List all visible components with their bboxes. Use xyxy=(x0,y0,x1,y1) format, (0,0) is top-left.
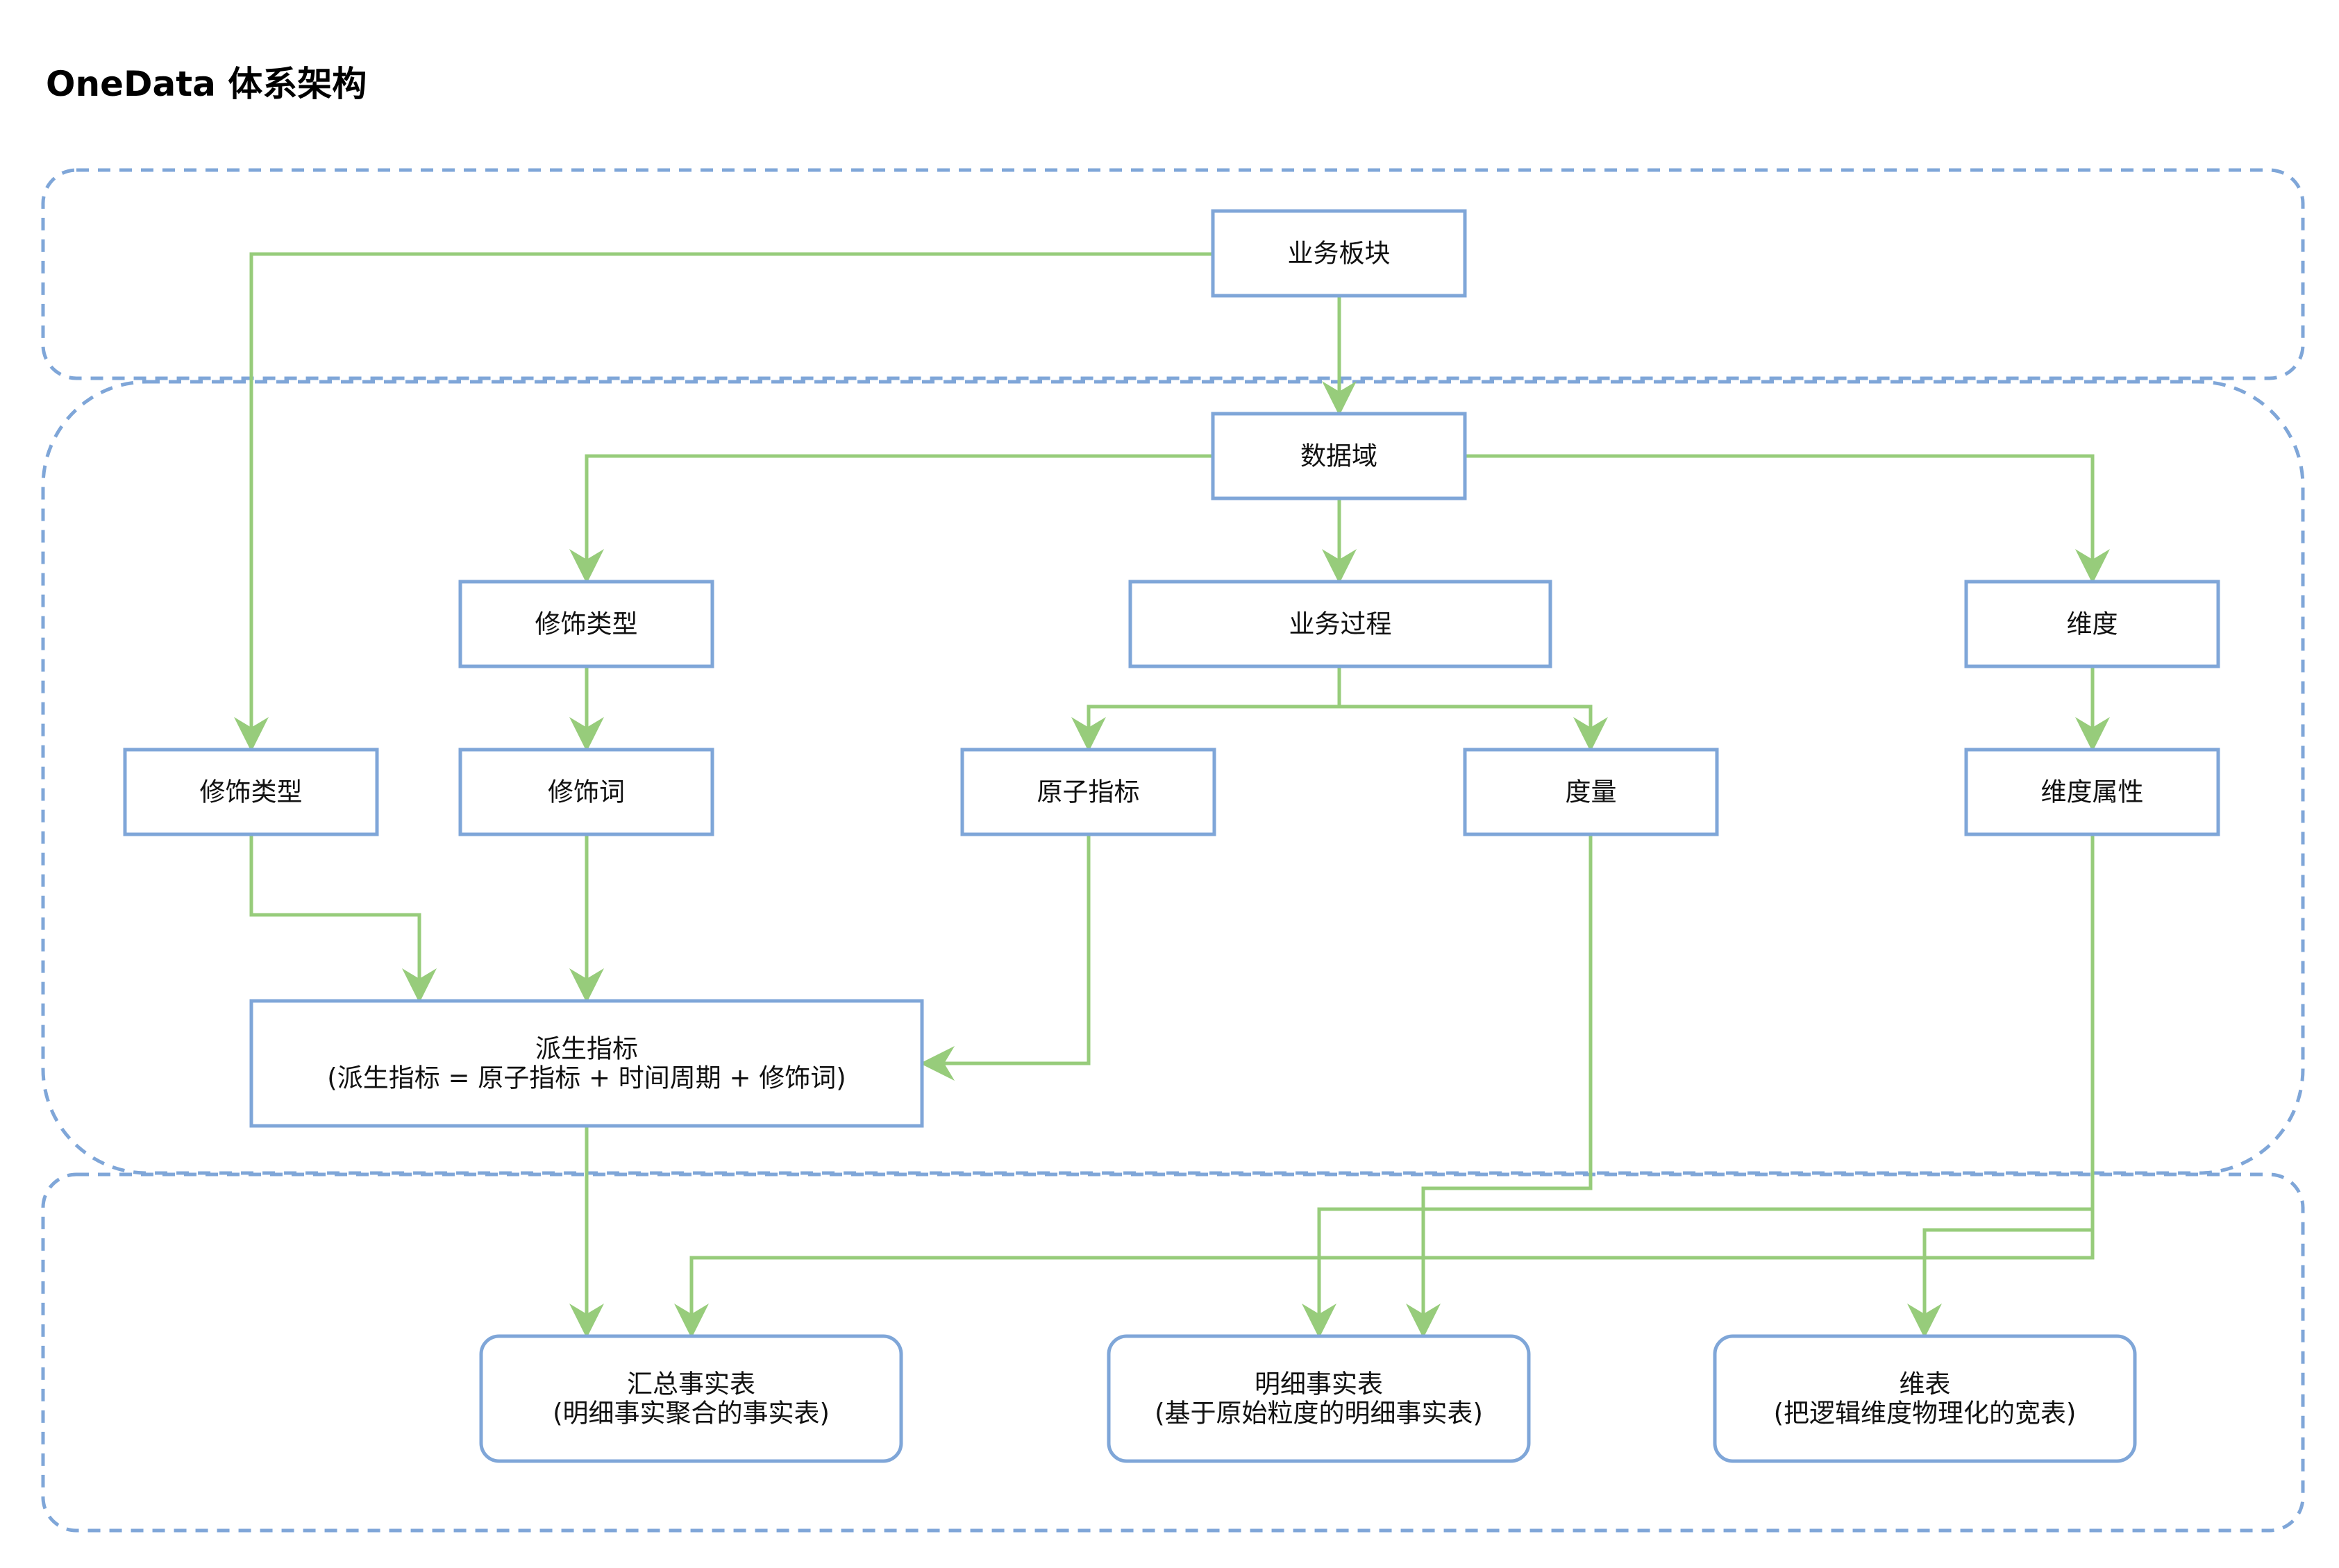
edge-business-process-to-atomic-metric xyxy=(1071,668,1341,752)
regions-layer xyxy=(41,168,2305,1533)
modifier-word-box xyxy=(458,748,714,836)
region-top xyxy=(41,168,2305,380)
node-dimension: 维度 xyxy=(1964,580,2220,668)
detail-fact-table-label-line-1: (基于原始粒度的明细事实表) xyxy=(1155,1399,1483,1428)
dimension-box xyxy=(1964,580,2220,668)
summary-fact-table-label-line-1: (明细事实聚合的事实表) xyxy=(553,1399,830,1428)
node-business-process: 业务过程 xyxy=(1128,580,1552,668)
node-summary-fact-table: 汇总事实表(明细事实聚合的事实表) xyxy=(479,1334,903,1463)
node-data-domain: 数据域 xyxy=(1211,412,1467,500)
data-domain-box xyxy=(1211,412,1467,500)
edge-business-block-to-modifier-type-2 xyxy=(234,252,1213,752)
modifier-type-2-label-line-0: 修饰类型 xyxy=(200,777,303,807)
node-modifier-type-2: 修饰类型 xyxy=(123,748,379,836)
edges-layer xyxy=(234,252,2110,1338)
page-title: OneData 体系架构 xyxy=(46,64,367,104)
node-dimension-attribute: 维度属性 xyxy=(1964,748,2220,836)
dimension-table-label-line-1: (把逻辑维度物理化的宽表) xyxy=(1774,1399,2077,1428)
dimension-table-label-line-0: 维表 xyxy=(1900,1369,1951,1399)
edge-business-process-to-measure xyxy=(1337,668,1608,752)
node-modifier-word: 修饰词 xyxy=(458,748,714,836)
atomic-metric-box xyxy=(960,748,1216,836)
derived-metric-label-line-0: 派生指标 xyxy=(535,1034,638,1064)
node-derived-metric: 派生指标(派生指标 = 原子指标 + 时间周期 + 修饰词) xyxy=(249,999,924,1128)
edge-dimension-attribute-to-detail-fact-table xyxy=(1302,836,2095,1338)
node-measure: 度量 xyxy=(1463,748,1719,836)
dimension-attribute-box xyxy=(1964,748,2220,836)
region-middle xyxy=(41,380,2305,1175)
node-dimension-table: 维表(把逻辑维度物理化的宽表) xyxy=(1713,1334,2137,1463)
business-block-box xyxy=(1211,209,1467,298)
detail-fact-table-box xyxy=(1107,1334,1531,1463)
region-bottom xyxy=(41,1172,2305,1533)
edge-dimension-attribute-to-dimension-table xyxy=(1907,836,2095,1338)
dimension-label-line-0: 维度 xyxy=(2067,609,2118,639)
business-process-label-line-0: 业务过程 xyxy=(1289,609,1392,639)
edge-modifier-type-2-to-derived-metric xyxy=(249,836,437,1003)
edge-atomic-metric-to-derived-metric xyxy=(920,836,1091,1081)
node-modifier-type-1: 修饰类型 xyxy=(458,580,714,668)
summary-fact-table-label-line-0: 汇总事实表 xyxy=(627,1369,755,1399)
nodes-layer: 业务板块数据域修饰类型业务过程维度修饰类型修饰词原子指标度量维度属性派生指标(派… xyxy=(123,209,2220,1463)
edge-data-domain-to-dimension xyxy=(1465,454,2110,584)
derived-metric-box xyxy=(249,999,924,1128)
business-process-box xyxy=(1128,580,1552,668)
dimension-table-box xyxy=(1713,1334,2137,1463)
dimension-attribute-label-line-0: 维度属性 xyxy=(2041,777,2144,807)
atomic-metric-label-line-0: 原子指标 xyxy=(1037,777,1140,807)
business-block-label-line-0: 业务板块 xyxy=(1288,239,1391,269)
modifier-word-label-line-0: 修饰词 xyxy=(548,777,625,807)
measure-label-line-0: 度量 xyxy=(1566,777,1617,807)
modifier-type-1-label-line-0: 修饰类型 xyxy=(535,609,638,639)
node-detail-fact-table: 明细事实表(基于原始粒度的明细事实表) xyxy=(1107,1334,1531,1463)
node-atomic-metric: 原子指标 xyxy=(960,748,1216,836)
measure-box xyxy=(1463,748,1719,836)
detail-fact-table-label-line-0: 明细事实表 xyxy=(1255,1369,1383,1399)
summary-fact-table-box xyxy=(479,1334,903,1463)
derived-metric-label-line-1: (派生指标 = 原子指标 + 时间周期 + 修饰词) xyxy=(327,1063,846,1093)
edge-data-domain-to-modifier-type-1 xyxy=(569,454,1213,584)
modifier-type-1-box xyxy=(458,580,714,668)
data-domain-label-line-0: 数据域 xyxy=(1300,441,1377,471)
edge-measure-to-detail-fact-table xyxy=(1406,836,1593,1338)
node-business-block: 业务板块 xyxy=(1211,209,1467,298)
modifier-type-2-box xyxy=(123,748,379,836)
